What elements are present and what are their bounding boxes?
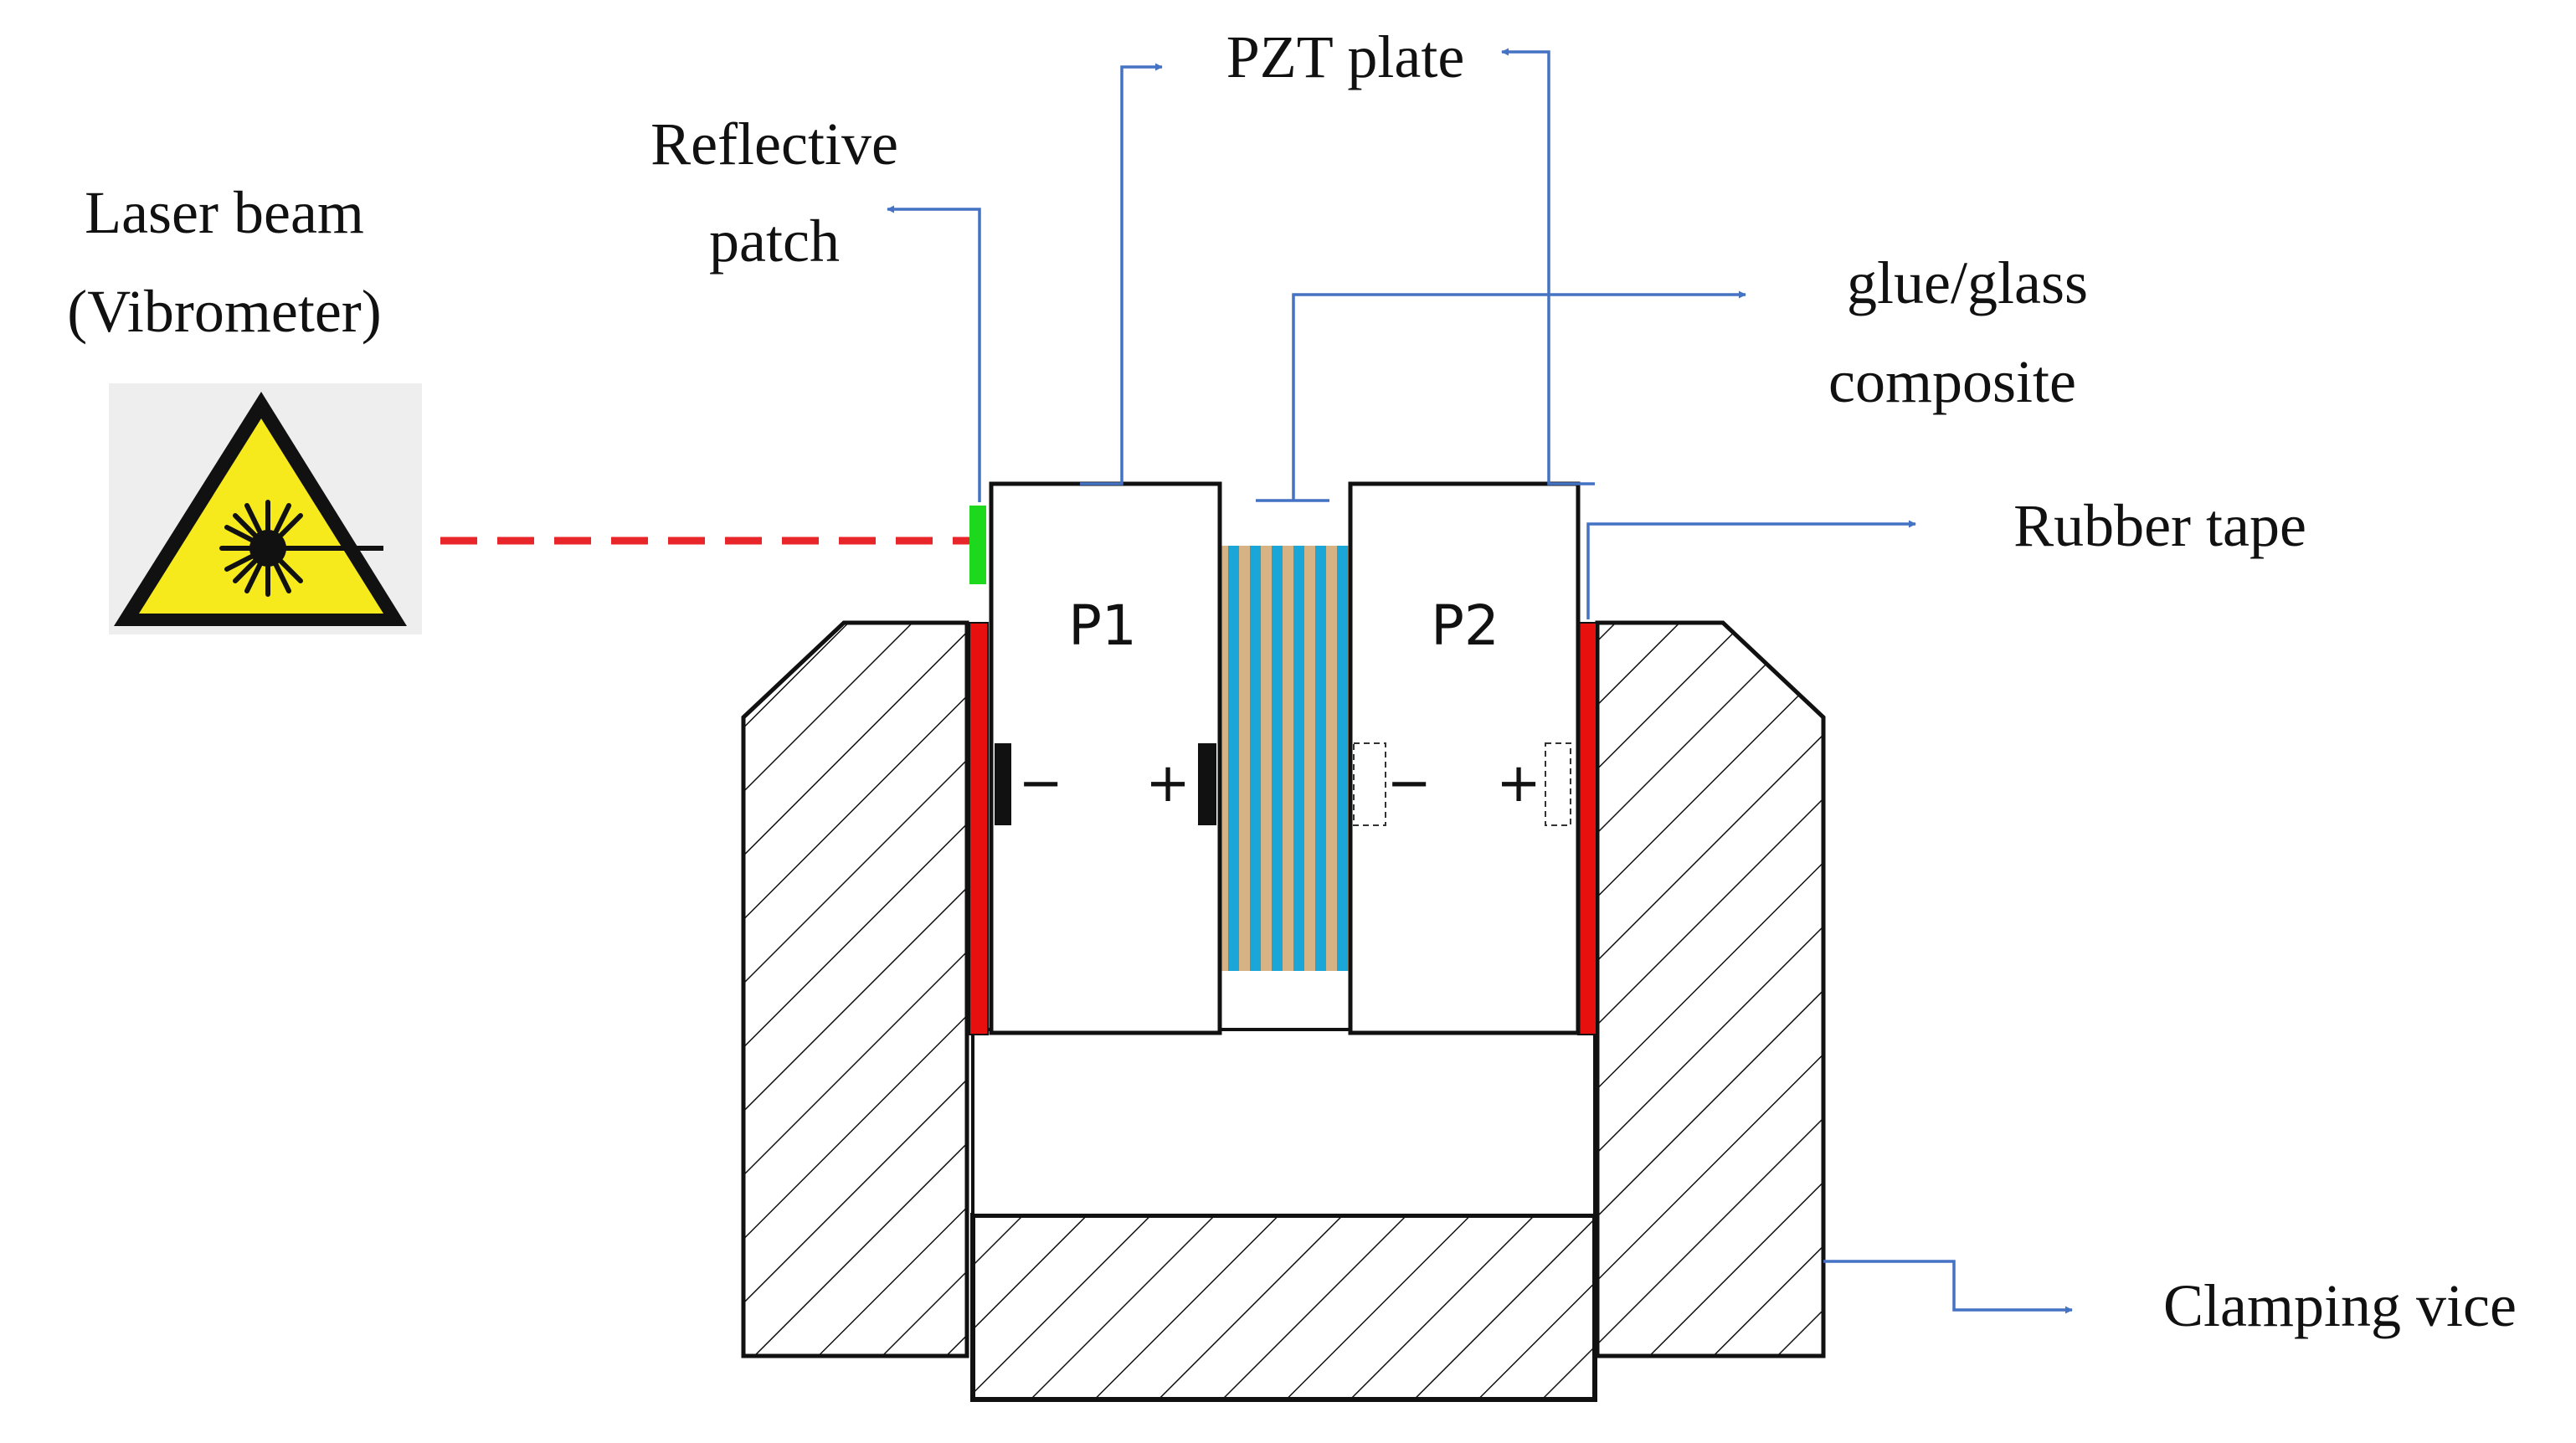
pzt-plate-label: PZT plate xyxy=(1226,23,1465,90)
p1-plus-sign: + xyxy=(1145,752,1190,814)
pzt-plate-p1 xyxy=(989,481,1222,1035)
reflective-patch-label-line1: Reflective xyxy=(650,110,898,177)
clamping-vice-label: Clamping vice xyxy=(2163,1272,2517,1339)
rubber-tape-right xyxy=(1577,622,1597,1035)
laser-warning-icon xyxy=(109,383,422,634)
leader-pzt-plate-right xyxy=(1501,48,1595,485)
electrode-p2-plus xyxy=(1545,742,1571,826)
pzt-plate-p2 xyxy=(1348,481,1581,1035)
vice-right-jaw xyxy=(1595,620,1826,1358)
leader-reflective-patch xyxy=(887,205,981,502)
rubber-tape-left xyxy=(969,622,989,1035)
p2-minus-sign: − xyxy=(1386,752,1432,814)
reflective-patch-label-line2: patch xyxy=(709,208,840,275)
p1-label: P1 xyxy=(1068,593,1137,658)
p1-minus-sign: − xyxy=(1018,752,1063,814)
electrode-p2-minus xyxy=(1353,742,1386,826)
glue-glass-composite xyxy=(1220,546,1350,971)
electrode-p1-minus xyxy=(995,743,1011,825)
p2-label: P2 xyxy=(1431,593,1499,658)
leader-rubber-tape xyxy=(1586,520,1916,619)
vice-base xyxy=(970,1213,1597,1402)
glue-glass-label-line1: glue/glass xyxy=(1847,249,2088,316)
p2-plus-sign: + xyxy=(1496,752,1541,814)
reflective-patch xyxy=(969,506,986,584)
leader-pzt-plate-left xyxy=(1080,63,1163,485)
glue-glass-label-line2: composite xyxy=(1828,348,2076,415)
vice-cavity xyxy=(971,1028,1597,1217)
leader-clamping-vice xyxy=(1823,1260,2073,1314)
leader-glue-glass-arrow xyxy=(1292,290,1746,501)
laser-beam-label-line1: Laser beam xyxy=(85,179,364,246)
electrode-p1-plus xyxy=(1198,743,1216,825)
vice-left-jaw xyxy=(741,620,969,1358)
rubber-tape-label: Rubber tape xyxy=(2013,492,2306,559)
laser-beam-label-line2: (Vibrometer) xyxy=(67,278,382,345)
